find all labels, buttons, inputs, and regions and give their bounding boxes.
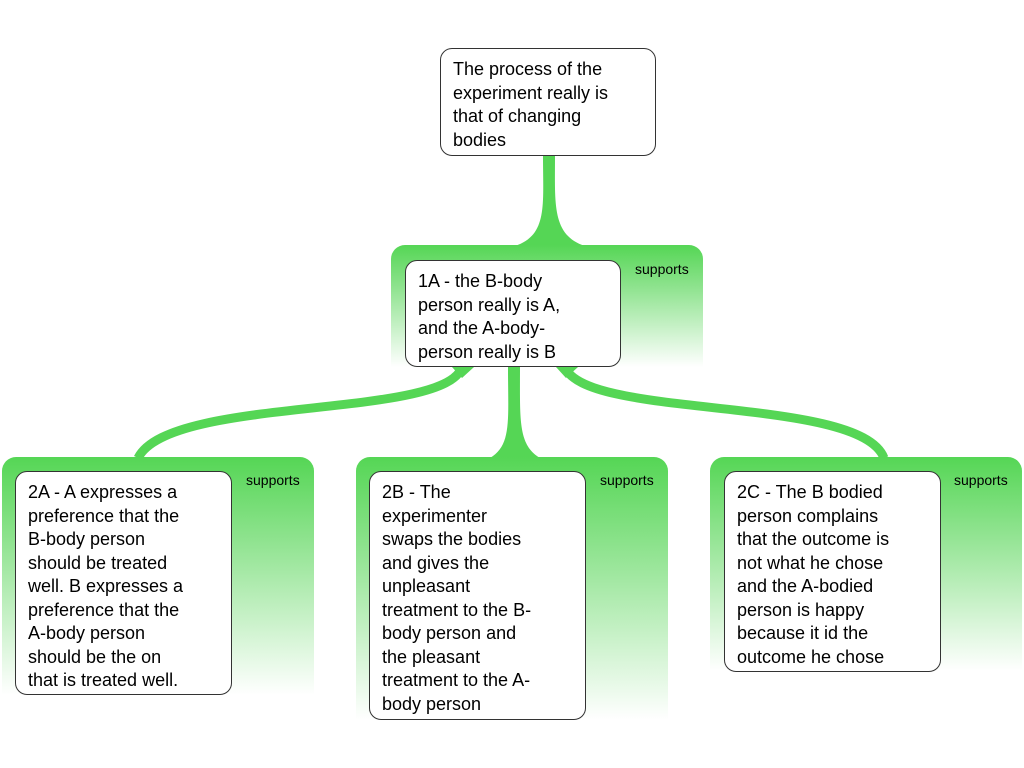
text-line: not what he chose xyxy=(737,552,884,573)
text-line: treatment to the B- xyxy=(382,599,532,620)
text-line: and the A-body- xyxy=(418,318,546,338)
connector-1a-to-root xyxy=(515,156,585,246)
text-line: unpleasant xyxy=(382,576,471,596)
relation-label-2a: supports xyxy=(246,472,300,488)
text-line: 2C - The B bodied xyxy=(737,482,883,502)
text-line: outcome he chose xyxy=(737,646,885,667)
text-line: person really is A, xyxy=(418,294,561,315)
text-line: preference that the xyxy=(28,505,180,526)
relation-label-1a: supports xyxy=(635,261,689,277)
text-line: bodies xyxy=(453,129,507,150)
text-line: should be treated xyxy=(28,552,168,573)
text-line: and the A-bodied xyxy=(737,576,874,596)
text-line: person complains xyxy=(737,505,879,526)
text-line: experimenter xyxy=(382,505,488,526)
connector-2c-to-1a xyxy=(560,364,889,461)
text-line: 2B - The xyxy=(382,482,451,502)
text-line: should be the on xyxy=(28,646,162,667)
text-line: B-body person xyxy=(28,529,146,549)
text-line: because it id the xyxy=(737,623,869,643)
text-line: body person and xyxy=(382,623,517,643)
text-line: swaps the bodies xyxy=(382,529,522,549)
text-line: and gives the xyxy=(382,552,490,573)
text-line: The process of the xyxy=(453,59,603,79)
relation-label-2b: supports xyxy=(600,472,654,488)
relation-label-2c: supports xyxy=(954,472,1008,488)
text-line: that of changing xyxy=(453,106,582,126)
text-line: experiment really is xyxy=(453,82,609,103)
text-line: that is treated well. xyxy=(28,670,179,690)
text-line: 2A - A expresses a xyxy=(28,482,178,502)
text-line: A-body person xyxy=(28,623,146,643)
claim-box-2b[interactable]: 2B - The experimenter swaps the bodies a… xyxy=(369,471,586,720)
connector-2a-to-1a xyxy=(133,364,467,461)
text-line: treatment to the A- xyxy=(382,670,531,690)
connector-2b-to-1a xyxy=(490,367,540,458)
text-line: preference that the xyxy=(28,599,180,620)
text-line: well. B expresses a xyxy=(28,576,184,596)
root-claim-box[interactable]: The process of the experiment really is … xyxy=(440,48,656,156)
text-line: the pleasant xyxy=(382,646,481,667)
text-line: person really is B xyxy=(418,341,557,362)
text-line: person is happy xyxy=(737,599,865,620)
text-line: body person xyxy=(382,693,482,714)
claim-box-2a[interactable]: 2A - A expresses a preference that the B… xyxy=(15,471,232,695)
text-line: that the outcome is xyxy=(737,529,890,549)
claim-box-1a[interactable]: 1A - the B-body person really is A, and … xyxy=(405,260,621,367)
claim-box-2c[interactable]: 2C - The B bodied person complains that … xyxy=(724,471,941,672)
text-line: 1A - the B-body xyxy=(418,271,543,291)
